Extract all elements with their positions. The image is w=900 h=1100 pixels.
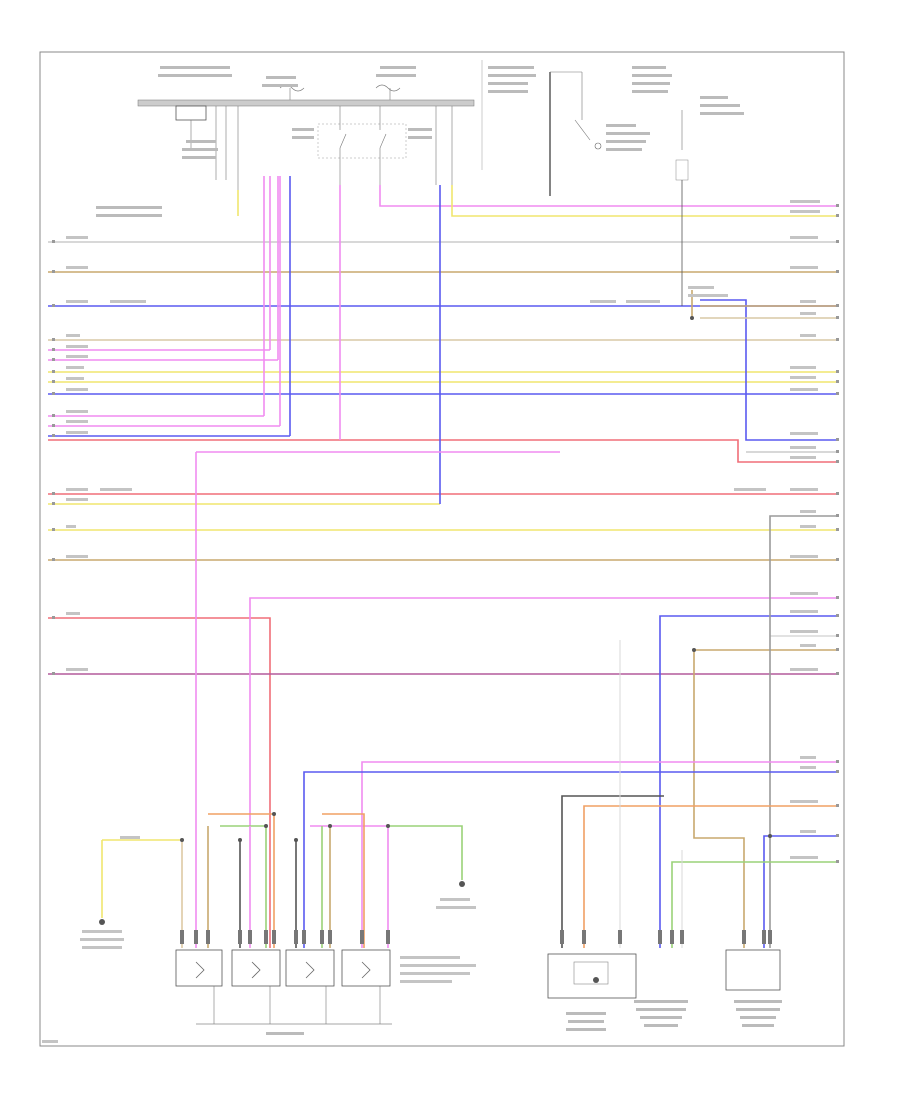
relay-symbol	[175, 105, 207, 121]
camshaft-sensor	[634, 1000, 688, 1027]
wire-26	[693, 649, 836, 948]
fuel-pressure-sensor-box	[725, 949, 781, 991]
injector-4	[341, 949, 391, 987]
wire-34	[561, 795, 664, 948]
wire-13	[48, 439, 836, 463]
connector-pins	[180, 930, 772, 944]
diagram-frame	[39, 51, 845, 1047]
wire-31	[583, 805, 836, 948]
wire-24	[249, 597, 836, 826]
injector-1	[175, 949, 223, 987]
ground-point-left	[99, 919, 105, 925]
power-bus-bar	[137, 99, 475, 107]
fuel-pressure-sensor	[725, 949, 782, 1027]
top-fuse-relay-area	[96, 60, 744, 217]
splice-dots	[180, 316, 772, 842]
wire-33	[671, 861, 836, 948]
fuel-injectors	[175, 949, 392, 1035]
wire-25	[659, 615, 836, 948]
wire-end-markers	[52, 204, 839, 863]
injector-3	[285, 949, 335, 987]
engine-control-module	[547, 953, 637, 1031]
wire-30	[303, 771, 836, 948]
ground-point-center	[459, 881, 465, 887]
injector-drops	[101, 813, 463, 948]
vertical-drops	[195, 176, 836, 948]
injector-2	[231, 949, 281, 987]
wire-29	[361, 761, 836, 826]
wire-22	[48, 617, 271, 826]
wire-14	[700, 299, 836, 441]
wire-32	[763, 835, 836, 948]
wire-28	[769, 515, 836, 948]
ecm-box	[547, 953, 637, 999]
ignition-switch-box	[317, 123, 407, 159]
wire-color-tags	[42, 200, 820, 1043]
fuse-symbol-b	[375, 84, 401, 92]
harness-wires	[48, 241, 836, 948]
